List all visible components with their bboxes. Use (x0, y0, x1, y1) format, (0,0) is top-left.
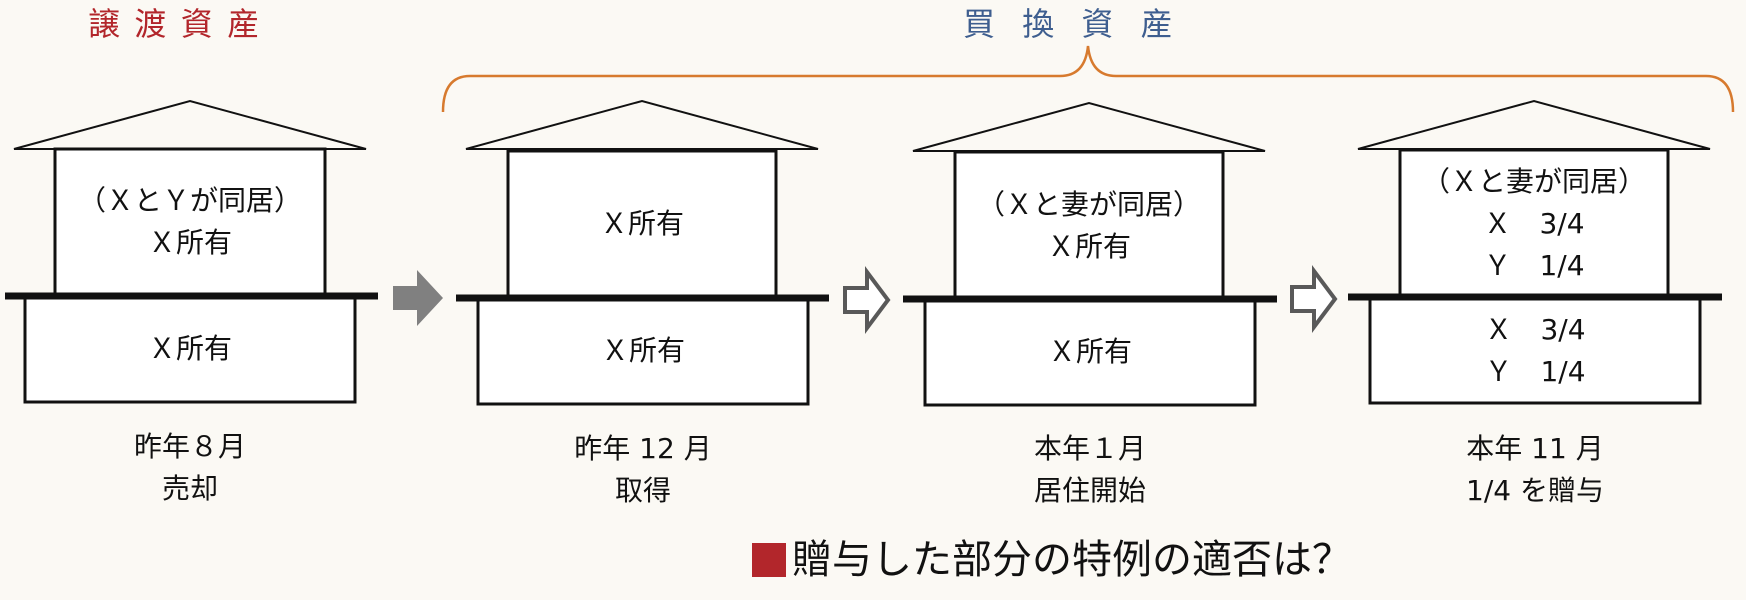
house-4-roof (1357, 99, 1711, 150)
outline-arrow (1290, 265, 1338, 333)
house-3-upper-label: （Ｘと妻が同居） Ｘ所有 (955, 184, 1223, 268)
house-1-upper-floor (53, 147, 327, 298)
house-3-upper-line: （Ｘと妻が同居） (976, 188, 1201, 221)
house-4-lower-label: Ｘ 3/4 Ｙ 1/4 (1370, 309, 1700, 393)
house-4-caption: 本年 11 月 1/4 を贈与 (1365, 428, 1705, 512)
house-3-roof (912, 101, 1266, 152)
house-3-lower-line: Ｘ所有 (1047, 335, 1132, 368)
house-4 (1348, 99, 1722, 405)
sold-asset-heading: 譲渡資産 (88, 5, 274, 43)
house-2-upper-floor (506, 149, 778, 300)
filled-arrow (393, 270, 443, 326)
house-2-lower-label: Ｘ所有 (478, 330, 808, 372)
house-4-lower-floor (1368, 295, 1702, 405)
house-2-upper-line: Ｘ所有 (599, 207, 684, 240)
house-1-upper-line: Ｘ所有 (147, 226, 232, 259)
house-1-upper-label: （ＸとＹが同居） Ｘ所有 (55, 180, 325, 264)
house-1 (5, 99, 378, 404)
replacement-asset-brace (441, 45, 1735, 113)
house-4-upper-label: （Ｘと妻が同居） Ｘ 3/4 Ｙ 1/4 (1400, 161, 1668, 287)
house-4-date: 本年 11 月 (1466, 432, 1604, 465)
house-4-upper-line: Ｙ 1/4 (1483, 249, 1585, 282)
house-4-upper-line: Ｘ 3/4 (1483, 207, 1585, 240)
house-1-event: 売却 (161, 472, 218, 505)
house-3-event: 居住開始 (1033, 474, 1146, 507)
replacement-asset-heading: 買換資産 (963, 5, 1200, 43)
house-1-lower-line: Ｘ所有 (147, 332, 232, 365)
house-3-lower-label: Ｘ所有 (925, 331, 1255, 373)
house-4-lower-line: Ｙ 1/4 (1484, 355, 1586, 388)
house-2-caption: 昨年 12 月 取得 (473, 428, 813, 512)
house-4-event: 1/4 を贈与 (1466, 474, 1604, 507)
house-2-lower-line: Ｘ所有 (600, 334, 685, 367)
house-3-upper-line: Ｘ所有 (1046, 230, 1131, 263)
house-2-upper-label: Ｘ所有 (508, 203, 776, 245)
house-3 (903, 101, 1277, 407)
house-1-upper-line: （ＸとＹが同居） (77, 184, 302, 217)
house-3-date: 本年１月 (1033, 432, 1146, 465)
house-2-event: 取得 (614, 474, 671, 507)
house-1-caption: 昨年８月 売却 (20, 426, 360, 510)
question-bullet-icon (752, 543, 786, 577)
house-3-lower-floor (923, 297, 1257, 407)
house-1-roof (13, 99, 367, 150)
house-2 (456, 99, 829, 406)
house-1-date: 昨年８月 (133, 430, 246, 463)
house-3-upper-floor (953, 150, 1225, 301)
house-4-upper-line: （Ｘと妻が同居） (1421, 165, 1646, 198)
house-4-lower-line: Ｘ 3/4 (1484, 313, 1586, 346)
house-2-roof (465, 99, 819, 150)
house-2-lower-floor (476, 296, 810, 406)
house-1-lower-label: Ｘ所有 (25, 328, 355, 370)
house-4-upper-floor (1398, 148, 1670, 299)
outline-arrow (843, 266, 891, 334)
house-3-caption: 本年１月 居住開始 (920, 428, 1260, 512)
question-text: 贈与した部分の特例の適否は？ (792, 537, 1352, 583)
house-2-date: 昨年 12 月 (574, 432, 712, 465)
question-line: 贈与した部分の特例の適否は？ (752, 540, 1352, 580)
